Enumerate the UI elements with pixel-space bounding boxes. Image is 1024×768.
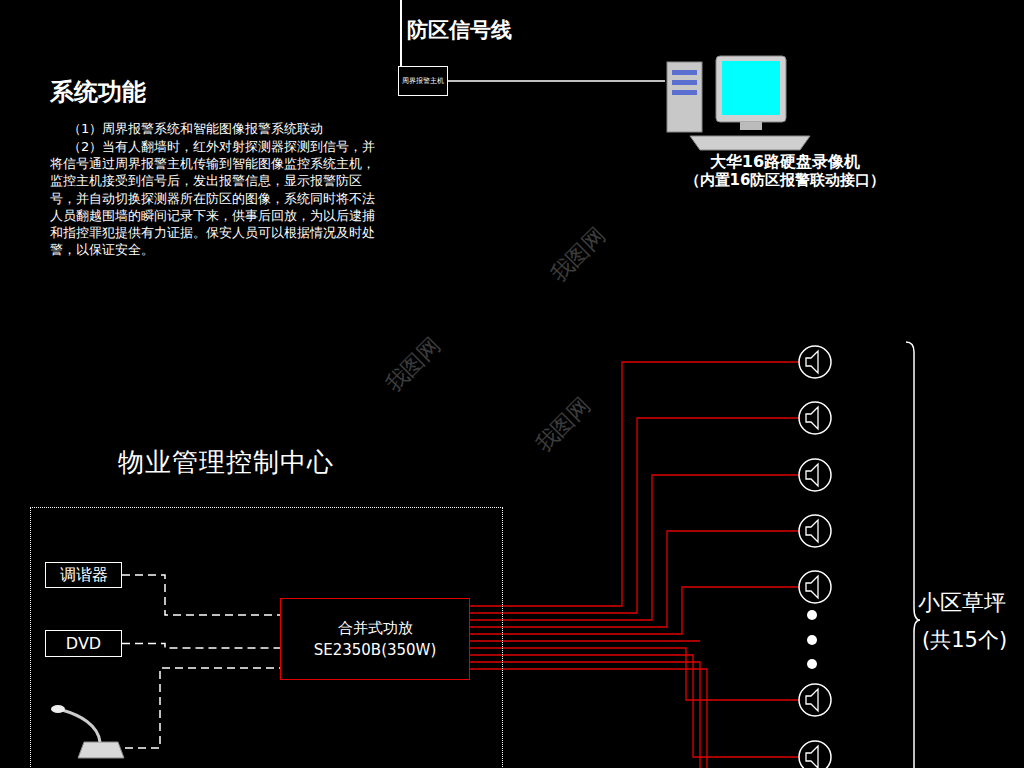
connector xyxy=(122,575,280,615)
function-note: （2）当有人翻墙时，红外对射探测器探测到信号，并将信号通过周界报警主机传输到智能… xyxy=(50,138,386,258)
function-note: （1）周界报警系统和智能图像报警系统联动 xyxy=(50,120,386,137)
dvr-computer: 大华16路硬盘录像机（内置16防区报警联动接口） xyxy=(665,52,905,189)
node-text: DVD xyxy=(66,634,101,653)
microphone-icon xyxy=(51,705,124,758)
speaker-cone xyxy=(806,576,818,598)
computer-icon xyxy=(667,56,810,150)
speaker-cone xyxy=(806,464,818,486)
tuner-box: 调谐器 xyxy=(45,562,122,588)
ellipsis-dot xyxy=(807,659,817,669)
connector xyxy=(448,80,665,82)
speaker-circle xyxy=(799,571,831,603)
node-text: 物业管理控制中心 xyxy=(118,445,334,480)
ellipsis-dot xyxy=(807,610,817,620)
node-text: SE2350B(350W) xyxy=(314,639,437,661)
node-text: 大华16路硬盘录像机 xyxy=(665,153,905,171)
speaker-circle xyxy=(799,459,831,491)
section-title: 系统功能 xyxy=(50,76,146,108)
speaker-cone xyxy=(806,351,818,373)
watermark: 我图网 xyxy=(529,391,597,459)
node-text: 调谐器 xyxy=(60,565,108,586)
speaker-wires xyxy=(470,362,799,768)
speaker-cone xyxy=(806,746,818,768)
watermark: 我图网 xyxy=(379,331,447,399)
amplifier-box: 合并式功放SE2350B(350W) xyxy=(280,598,470,680)
watermark: 我图网 xyxy=(544,221,612,289)
control-center-region: 物业管理控制中心调谐器 DVD 合并式功放SE2350B(350W) xyxy=(30,445,503,768)
group-label: 小区草坪 xyxy=(918,588,1006,618)
speaker-cone xyxy=(806,407,818,429)
speaker-symbols xyxy=(799,346,831,768)
group-count: (共15个) xyxy=(922,626,1007,654)
node-text: 合并式功放 xyxy=(338,617,413,639)
speaker-circle xyxy=(799,515,831,547)
speaker-cone xyxy=(806,689,818,711)
audio-wire xyxy=(125,668,280,748)
connector xyxy=(122,644,280,649)
alarm-host-box: 周界报警主机 xyxy=(398,66,448,96)
brace xyxy=(906,342,920,768)
speaker-circle xyxy=(799,684,831,716)
speaker-circle xyxy=(799,402,831,434)
dvd-box: DVD xyxy=(45,630,122,657)
speaker-cone xyxy=(806,520,818,542)
signal-line-label: 防区信号线 xyxy=(407,16,512,44)
ellipsis-dot xyxy=(807,635,817,645)
speaker-circle xyxy=(799,741,831,768)
node-text: （内置16防区报警联动接口） xyxy=(665,171,905,189)
speaker-circle xyxy=(799,346,831,378)
signal-wire xyxy=(400,0,402,66)
node-text: 周界报警主机 xyxy=(402,76,444,86)
